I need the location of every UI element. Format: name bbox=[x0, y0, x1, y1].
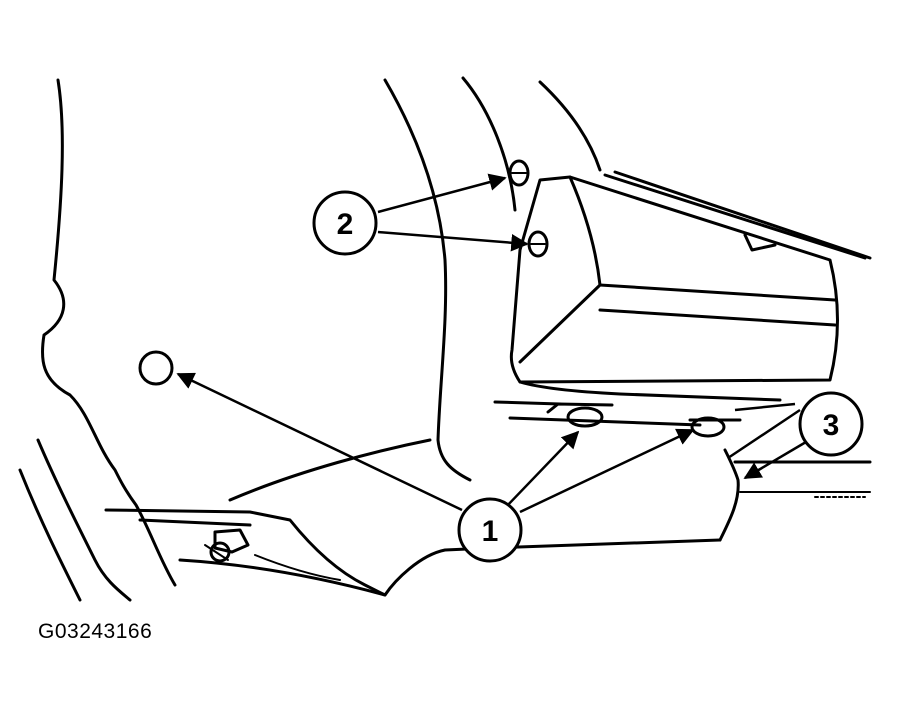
callout-leaders bbox=[176, 173, 807, 514]
retaining-nuts bbox=[508, 159, 549, 258]
callout-2-label: 2 bbox=[337, 208, 354, 241]
trim-panel bbox=[493, 170, 872, 427]
floor-panel bbox=[104, 438, 872, 597]
callout-1: 1 bbox=[457, 497, 523, 563]
mounting-bracket bbox=[204, 528, 250, 563]
figure-code: G03243166 bbox=[38, 620, 153, 643]
callout-3-label: 3 bbox=[823, 409, 840, 442]
callout-1-label: 1 bbox=[482, 515, 499, 548]
callout-3: 3 bbox=[798, 391, 864, 457]
quarter-panel-outline bbox=[18, 76, 602, 602]
retaining-clips bbox=[546, 402, 742, 438]
callout-2: 2 bbox=[312, 190, 378, 256]
body-plug bbox=[138, 350, 174, 386]
